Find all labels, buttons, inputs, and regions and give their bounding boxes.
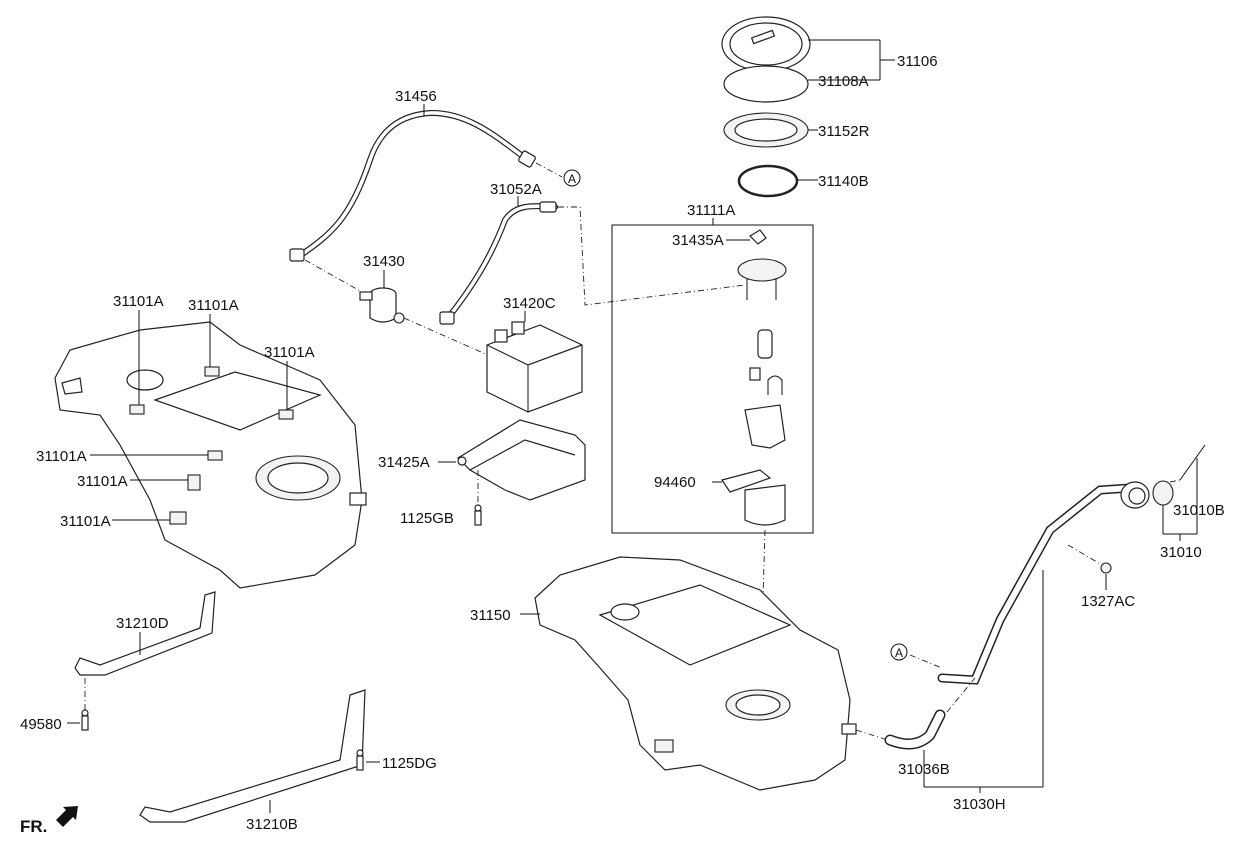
nut-1327AC	[1100, 562, 1112, 574]
front-direction-arrow-icon	[56, 806, 78, 827]
callout: 31106	[897, 53, 938, 70]
connector-mark-a-top: A	[563, 169, 581, 187]
callout: 1125DG	[382, 755, 437, 772]
front-indicator: FR.	[20, 806, 78, 836]
fuel-cap-31010	[1152, 480, 1174, 506]
callout: 31101A	[188, 297, 239, 314]
fuel-tank-left-view	[54, 321, 367, 589]
callout: 31111A	[687, 202, 735, 219]
callout: 31420C	[503, 295, 556, 312]
callout: 31430	[363, 253, 405, 270]
o-ring-31140B	[737, 164, 799, 198]
callout: 31101A	[36, 448, 87, 465]
callout: 1327AC	[1081, 593, 1135, 610]
svg-text:A: A	[568, 172, 576, 186]
fuel-tank-31150	[534, 556, 857, 791]
svg-text:FR.: FR.	[20, 817, 47, 836]
callout: 1125GB	[400, 510, 454, 527]
valve-31430	[359, 287, 405, 324]
bolt-1125DG	[356, 749, 364, 771]
callout: 31101A	[60, 513, 111, 530]
bolt-49580	[81, 709, 89, 731]
pump-module-31111A	[721, 229, 787, 526]
callout: 31101A	[77, 473, 128, 490]
gasket-31108A	[723, 65, 809, 103]
callout: 31010B	[1173, 502, 1225, 519]
strap-31210D	[74, 591, 216, 676]
callout: 31036B	[898, 761, 950, 778]
callout: 31101A	[113, 293, 164, 310]
callout: 31140B	[818, 173, 869, 190]
callout: 94460	[654, 474, 696, 491]
callout: 31425A	[378, 454, 430, 471]
strap-31210B	[139, 689, 366, 823]
hose-connector	[289, 248, 305, 262]
svg-text:A: A	[895, 646, 903, 660]
callout: 31210B	[246, 816, 298, 833]
connector-mark-a-bottom: A	[890, 643, 908, 661]
callout: 31010	[1160, 544, 1202, 561]
bracket-31425A	[457, 419, 586, 501]
callout: 49580	[20, 716, 62, 733]
callout: 31152R	[818, 123, 870, 140]
cover-plate-31106	[721, 16, 811, 72]
bolt-1125GB	[474, 504, 482, 526]
callout: 31030H	[953, 796, 1006, 813]
callout: 31435A	[672, 232, 724, 249]
lock-ring-31152R	[723, 112, 809, 148]
callout: 31101A	[264, 344, 315, 361]
callout: 31052A	[490, 181, 542, 198]
canister-31420C	[486, 321, 583, 413]
callout-labels: 31456 31052A 31430 31420C 31101A 31101A …	[20, 53, 1225, 833]
callout: 31108A	[818, 73, 869, 90]
callout: 31456	[395, 88, 437, 105]
callout: 31210D	[116, 615, 169, 632]
callout: 31150	[470, 607, 511, 624]
filler-neck-31030H	[884, 481, 1150, 750]
